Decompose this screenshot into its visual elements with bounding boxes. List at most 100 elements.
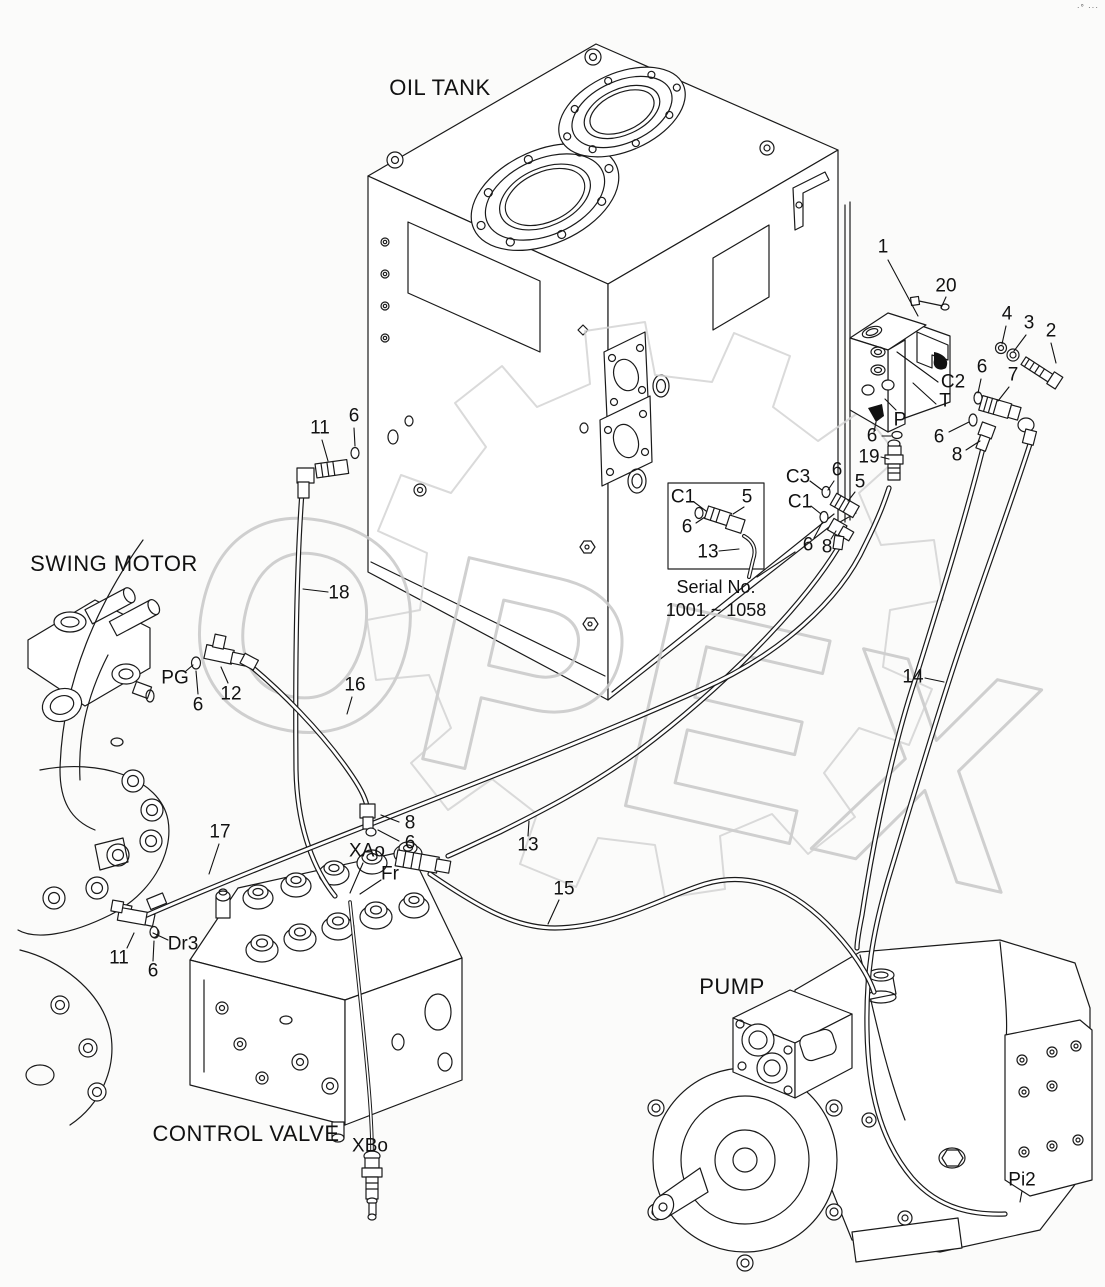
leader-line-18 xyxy=(302,588,329,593)
leader-line-2 xyxy=(1050,342,1057,364)
watermark-gear xyxy=(366,321,944,899)
leader-line-6 xyxy=(152,940,155,962)
swing-motor-drawing xyxy=(17,539,170,1126)
leader-line-8 xyxy=(830,530,837,540)
callout-label-7: 7 xyxy=(1007,364,1019,386)
leader-line-15 xyxy=(547,899,560,925)
callout-label-13: 13 xyxy=(517,834,539,856)
pump-drawing xyxy=(647,939,1093,1272)
component-label-oil-tank: OIL TANK xyxy=(389,75,491,100)
callout-label-c2: C2 xyxy=(940,371,966,393)
callout-label-6: 6 xyxy=(192,694,204,716)
callout-label-6: 6 xyxy=(681,516,693,538)
leader-line-6 xyxy=(827,480,835,491)
leader-line-6 xyxy=(813,522,823,539)
component-label-swing-motor: SWING MOTOR xyxy=(30,551,198,576)
callout-label-16: 16 xyxy=(344,674,366,696)
serial-note-line1: Serial No. xyxy=(676,577,756,597)
callout-label-13: 13 xyxy=(697,541,719,563)
leader-line-12 xyxy=(220,666,229,684)
leader-line-11 xyxy=(321,439,329,462)
callout-label-3: 3 xyxy=(1023,312,1035,334)
leader-line-13 xyxy=(718,548,740,552)
callout-label-8: 8 xyxy=(821,536,833,558)
control-valve-drawing xyxy=(119,841,463,1221)
leader-line-6 xyxy=(195,670,199,695)
callout-label-6: 6 xyxy=(348,405,360,427)
leader-line-19 xyxy=(880,456,890,460)
leader-line-6 xyxy=(977,378,982,394)
callout-label-c1: C1 xyxy=(670,486,696,508)
callout-label-c1: C1 xyxy=(787,491,813,513)
callout-label-pg: PG xyxy=(161,667,189,689)
callout-label-6: 6 xyxy=(866,425,878,447)
callout-label-t: T xyxy=(939,390,951,412)
callout-label-fr: Fr xyxy=(381,863,399,885)
callout-label-2: 2 xyxy=(1045,320,1057,342)
callout-label-xbo: XBo xyxy=(352,1135,388,1157)
leader-line-17 xyxy=(208,843,220,875)
callout-label-5: 5 xyxy=(741,486,753,508)
leader-line-pg xyxy=(185,664,194,672)
callout-label-6: 6 xyxy=(831,459,843,481)
component-label-control-valve: CONTROL VALVE xyxy=(152,1121,340,1146)
callout-label-19: 19 xyxy=(858,446,880,468)
serial-detail-inset xyxy=(667,482,796,579)
callout-label-18: 18 xyxy=(328,582,350,604)
leader-line-8 xyxy=(380,814,400,823)
callout-label-6: 6 xyxy=(933,426,945,448)
callout-label-14: 14 xyxy=(902,666,924,688)
callout-label-pi2: Pi2 xyxy=(1008,1169,1036,1191)
small-fittings xyxy=(110,446,452,939)
leader-line-1 xyxy=(887,259,919,317)
serial-note-line2: 1001 ~ 1058 xyxy=(665,599,767,620)
callout-label-15: 15 xyxy=(553,878,575,900)
callout-label-8: 8 xyxy=(951,444,963,466)
leader-line-t xyxy=(912,382,937,405)
leader-line-6 xyxy=(377,829,400,842)
callout-label-5: 5 xyxy=(854,471,866,493)
callout-label-p: P xyxy=(893,409,907,431)
leader-line-4 xyxy=(1001,325,1007,345)
oil-tank-drawing xyxy=(367,43,857,701)
callout-label-12: 12 xyxy=(220,683,242,705)
callout-label-c3: C3 xyxy=(785,466,811,488)
callout-label-xao: XAo xyxy=(349,840,385,862)
leader-line-13 xyxy=(527,820,530,837)
callout-label-11: 11 xyxy=(109,947,129,969)
callout-label-17: 17 xyxy=(209,821,231,843)
callout-label-6: 6 xyxy=(976,356,988,378)
callout-label-dr3: Dr3 xyxy=(167,933,199,955)
leader-line-c1 xyxy=(810,505,822,515)
leader-line-16 xyxy=(346,696,353,715)
leader-line-5 xyxy=(847,491,856,502)
leader-line-xao xyxy=(349,862,364,894)
leader-line-14 xyxy=(924,677,945,683)
callout-label-1: 1 xyxy=(877,236,889,258)
leader-line-5 xyxy=(732,506,745,515)
leader-line-3 xyxy=(1013,334,1027,352)
component-label-pump: PUMP xyxy=(699,974,765,999)
callout-label-20: 20 xyxy=(935,275,957,297)
pilot-manifold-drawing xyxy=(819,295,1064,551)
callout-leader-lines xyxy=(126,259,1057,1203)
leader-line-7 xyxy=(997,386,1010,402)
leader-line-6 xyxy=(948,421,970,433)
leader-line-6 xyxy=(353,427,356,447)
callout-label-4: 4 xyxy=(1001,303,1013,325)
leader-line-c3 xyxy=(809,480,823,491)
leader-line-c1 xyxy=(693,501,707,512)
corner-mark: ·° ··· xyxy=(1076,3,1099,12)
serial-note: Serial No. 1001 ~ 1058 xyxy=(666,576,767,621)
callout-label-11: 11 xyxy=(310,417,330,439)
leader-line-c2 xyxy=(896,351,939,383)
callout-label-6: 6 xyxy=(404,832,416,854)
leader-line-8 xyxy=(965,440,981,451)
leader-line-fr xyxy=(359,879,382,895)
leader-line-6 xyxy=(695,516,706,524)
leader-line-11 xyxy=(126,932,135,949)
callout-label-6: 6 xyxy=(147,960,159,982)
callout-label-6: 6 xyxy=(802,534,814,556)
